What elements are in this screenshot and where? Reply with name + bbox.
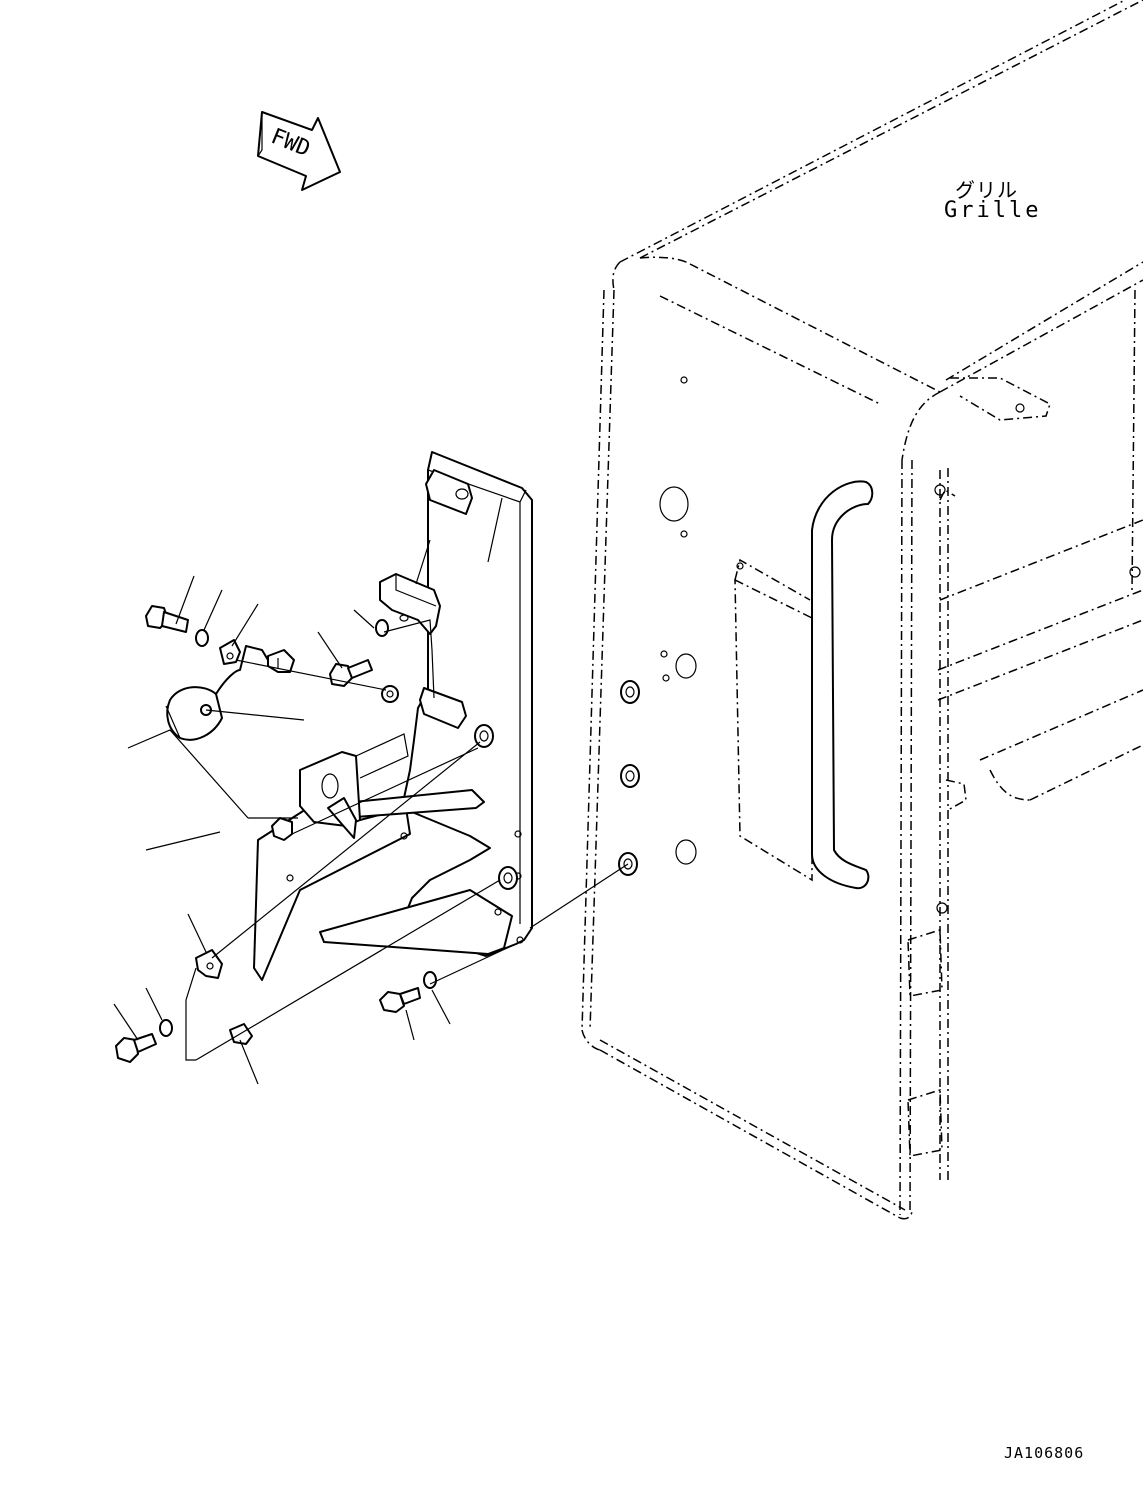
drawing-code: JA106806 [1004,1444,1085,1462]
leader-lines [113,497,503,1085]
fwd-label: FWD [267,124,313,162]
grille-outline [581,0,1143,1220]
mounting-bracket [253,451,533,981]
grille-label-jp: グリル [955,178,1018,202]
fwd-arrow-marker: FWD [257,111,341,191]
grille-label-en: Grille [944,198,1042,223]
cover-bracket [379,573,441,635]
fasteners [115,605,437,1063]
grille-handle [811,480,874,890]
assembly-lines [127,619,629,1061]
